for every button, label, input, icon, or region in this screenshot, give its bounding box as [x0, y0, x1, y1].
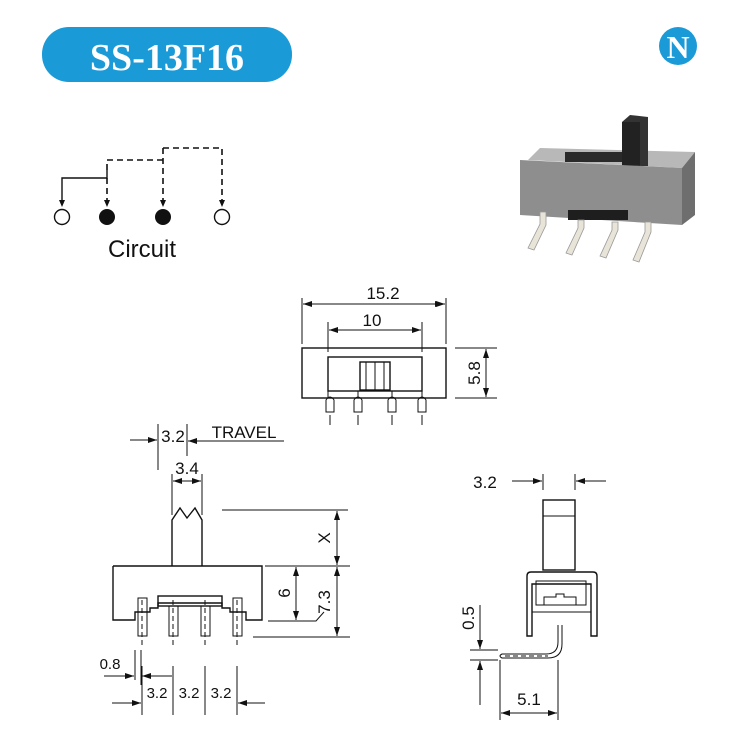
- dim-height: 5.8: [465, 361, 484, 385]
- model-badge: SS-13F16: [42, 27, 292, 82]
- dim-pin-width: 0.8: [100, 656, 121, 673]
- side-view: 3.2 0.5 5.1: [459, 473, 606, 720]
- dim-travel: 3.2: [161, 427, 185, 446]
- dim-actuator-height: X: [315, 532, 334, 543]
- dim-pitch-2: 3.2: [179, 685, 200, 702]
- dim-actuator-thickness: 3.2: [473, 473, 497, 492]
- circuit-label: Circuit: [108, 236, 176, 263]
- dim-total-height: 7.3: [315, 590, 334, 614]
- top-view: 15.2 10 5.8: [301, 284, 497, 425]
- brand-logo: N: [659, 27, 697, 65]
- travel-label: TRAVEL: [212, 423, 277, 442]
- dim-lead-length: 5.1: [517, 690, 541, 709]
- dim-slot-width: 10: [363, 311, 382, 330]
- dim-pitch-3: 3.2: [211, 685, 232, 702]
- dim-body-height: 6: [275, 588, 294, 597]
- logo-letter: N: [666, 29, 689, 65]
- product-image: [520, 115, 695, 263]
- front-view: 3.2 TRAVEL 3.4 X 7.3 6 0.8 3.2 3.2 3.2: [100, 423, 350, 715]
- circuit-diagram: Circuit: [53, 147, 231, 263]
- dim-actuator-width: 3.4: [175, 459, 199, 478]
- dim-lead-thickness: 0.5: [459, 606, 478, 630]
- model-title: SS-13F16: [90, 37, 244, 79]
- dim-pitch-1: 3.2: [147, 685, 168, 702]
- dim-overall-width: 15.2: [366, 284, 399, 303]
